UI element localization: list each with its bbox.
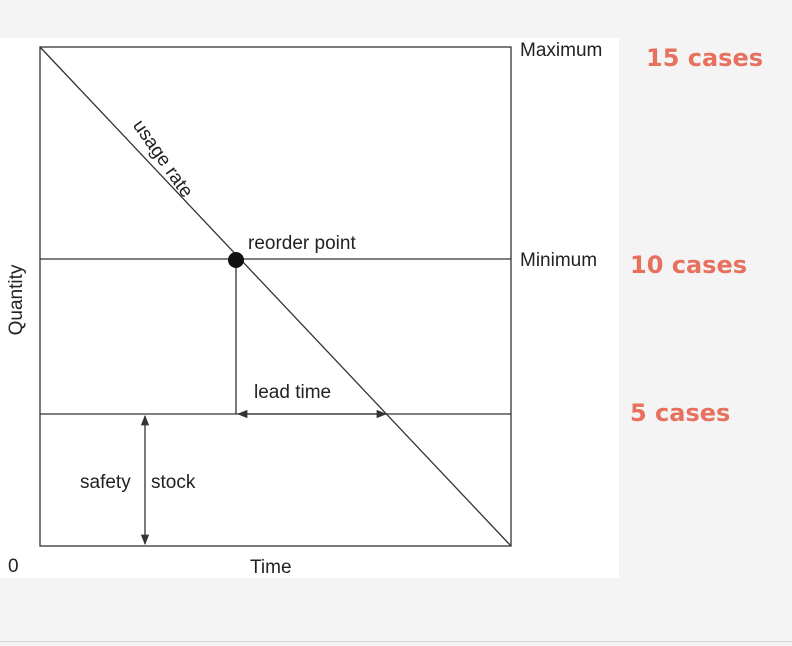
diagram-panel: [0, 38, 619, 578]
origin-label: 0: [8, 556, 19, 577]
reorder-point-label: reorder point: [248, 233, 356, 254]
minimum-label: Minimum: [520, 250, 597, 271]
safety-label: safety: [80, 472, 131, 493]
plot-frame: [39, 46, 512, 547]
maximum-label: Maximum: [520, 40, 602, 61]
page-bottom-rule: [0, 641, 792, 642]
min-cases-annotation: 10 cases: [630, 251, 748, 279]
usage-rate-line: [39, 46, 512, 547]
stock-label: stock: [151, 472, 196, 493]
usage-rate-label: usage rate: [128, 116, 197, 202]
safety-cases-annotation: 5 cases: [630, 399, 731, 427]
quantity-axis-label: Quantity: [6, 264, 27, 335]
time-axis-label: Time: [250, 557, 292, 578]
lead-time-label: lead time: [254, 382, 331, 403]
reorder-point-marker: [228, 252, 244, 268]
max-cases-annotation: 15 cases: [646, 44, 764, 72]
